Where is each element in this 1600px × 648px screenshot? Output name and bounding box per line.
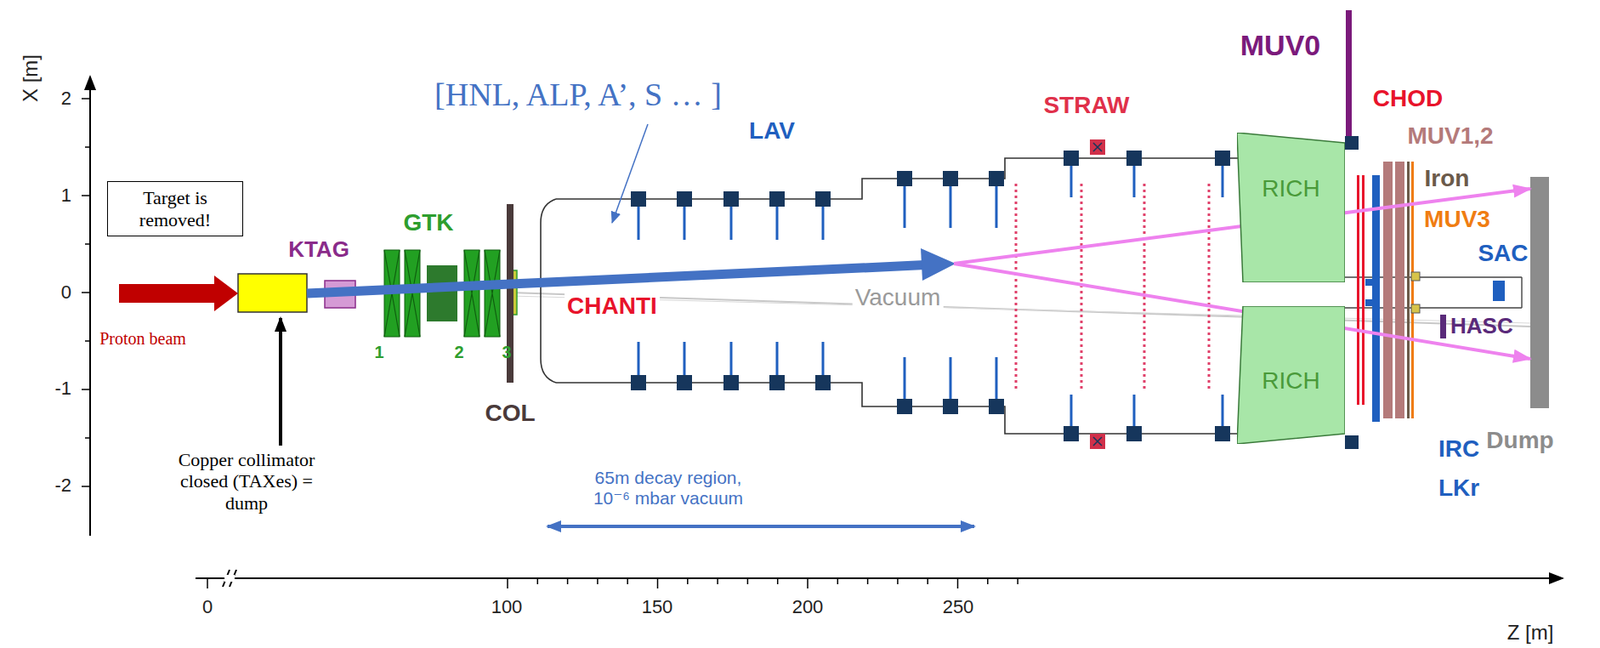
beam-pipe bbox=[1344, 277, 1522, 308]
part-label: LAV bbox=[748, 117, 795, 145]
hidden-particle-arrowhead bbox=[920, 248, 956, 281]
beam-magnet bbox=[1411, 272, 1420, 281]
part-label: IRC bbox=[1438, 435, 1480, 463]
axes bbox=[90, 76, 1563, 587]
part-label: MUV3 bbox=[1424, 205, 1491, 233]
sac-detector bbox=[1492, 280, 1505, 301]
hidden-particle-arrow bbox=[306, 265, 925, 294]
part-label: LKr bbox=[1438, 474, 1480, 502]
axis-label: 2 bbox=[61, 87, 72, 109]
axis-label: 100 bbox=[491, 595, 523, 618]
detector-name: RICH bbox=[1236, 367, 1345, 395]
irc-detector bbox=[1365, 299, 1373, 307]
part-label: STRAW bbox=[1043, 91, 1130, 120]
part-label: Dump bbox=[1486, 426, 1554, 454]
hasc-detector bbox=[1440, 314, 1447, 339]
part-label: Copper collimator closed (TAXes) = dump bbox=[161, 448, 332, 514]
part-label: Vacuum bbox=[852, 283, 944, 312]
dimension-arrow bbox=[547, 524, 975, 528]
part-label: 1 bbox=[374, 342, 384, 363]
axis-label: Z [m] bbox=[1507, 620, 1555, 645]
part-label: 65m decay region, 10⁻⁶ mbar vacuum bbox=[577, 467, 761, 509]
part-label: [HNL, ALP, A’, S … ] bbox=[434, 76, 722, 114]
rich-outline bbox=[1236, 132, 1345, 283]
beam-dump bbox=[1530, 176, 1549, 409]
part-label: SAC bbox=[1477, 239, 1528, 267]
vacuum-window bbox=[540, 198, 557, 383]
tank-flange bbox=[1344, 136, 1359, 150]
part-label: MUV1,2 bbox=[1407, 122, 1493, 150]
part-label: COL bbox=[484, 399, 535, 427]
axis-label: 0 bbox=[202, 595, 213, 618]
axis-ticks bbox=[81, 98, 1018, 589]
muv0-detector bbox=[1345, 10, 1352, 140]
part-label: GTK bbox=[402, 209, 454, 237]
tank-flange bbox=[1344, 435, 1359, 449]
rich-detector: RICH bbox=[1236, 132, 1345, 283]
irc-detector bbox=[1365, 278, 1373, 286]
axis-label: 150 bbox=[641, 595, 674, 618]
part-label: 2 bbox=[453, 342, 464, 363]
part-label: Iron bbox=[1424, 164, 1470, 193]
straw-chambers bbox=[1015, 139, 1209, 449]
axis-label: -1 bbox=[54, 377, 72, 399]
pointer-arrow bbox=[278, 317, 283, 446]
muv12-detector bbox=[1383, 161, 1393, 419]
axis-label: X [m] bbox=[18, 54, 43, 103]
tax-dump bbox=[238, 273, 307, 313]
note-box: Target is removed! bbox=[107, 181, 244, 237]
part-label: HASC bbox=[1450, 313, 1514, 340]
axis-label: 250 bbox=[942, 595, 975, 618]
axis-label: 1 bbox=[61, 184, 72, 206]
muv12-detector bbox=[1395, 161, 1405, 419]
rich-detector: RICH bbox=[1236, 306, 1345, 444]
part-label: KTAG bbox=[288, 237, 350, 263]
proton-beam-arrow bbox=[119, 275, 239, 312]
leader-line bbox=[612, 124, 648, 223]
beam-magnet bbox=[1411, 304, 1420, 313]
lkr-calorimeter bbox=[1372, 175, 1380, 422]
part-label: CHOD bbox=[1373, 85, 1443, 113]
note-text: Target is removed! bbox=[114, 187, 236, 231]
part-label: MUV0 bbox=[1240, 28, 1321, 63]
part-label: 3 bbox=[501, 342, 511, 363]
detector-name: RICH bbox=[1236, 175, 1345, 203]
muv3-detector bbox=[1411, 161, 1414, 419]
part-label: CHANTI bbox=[564, 292, 660, 320]
part-label: Proton beam bbox=[99, 329, 187, 349]
axis-label: 200 bbox=[792, 595, 824, 618]
iron-wall bbox=[1407, 161, 1410, 419]
axis-label: 0 bbox=[61, 281, 72, 303]
axis-label: -2 bbox=[54, 474, 72, 496]
